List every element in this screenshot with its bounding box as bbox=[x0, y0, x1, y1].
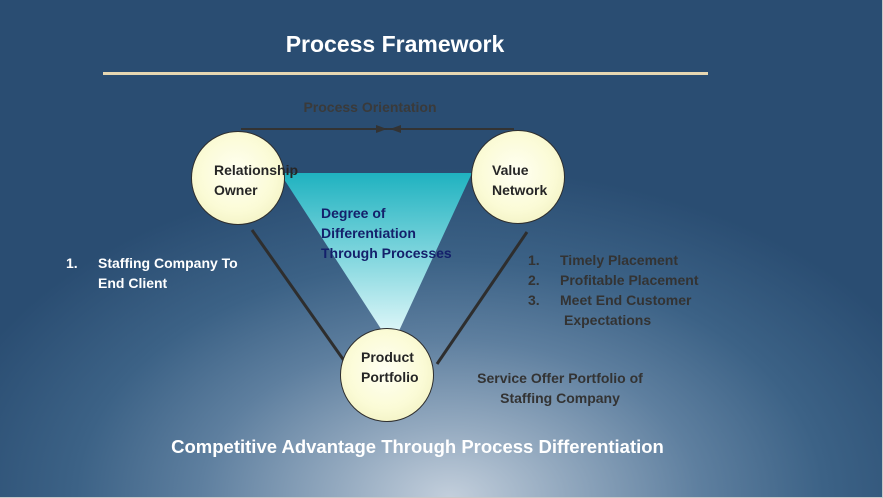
relationship-owner-node bbox=[191, 131, 285, 225]
product-portfolio-line2: Portfolio bbox=[361, 369, 419, 385]
relationship-owner-label: Relationship Owner bbox=[214, 160, 298, 200]
title-underline bbox=[103, 72, 708, 75]
differentiation-funnel bbox=[280, 173, 472, 346]
product-portfolio-line1: Product bbox=[361, 349, 414, 365]
list-number: 2. bbox=[528, 272, 540, 288]
service-offer-label: Service Offer Portfolio of Staffing Comp… bbox=[455, 368, 665, 408]
value-network-node bbox=[471, 130, 565, 224]
value-network-list: 1. Timely Placement 2. Profitable Placem… bbox=[528, 250, 724, 330]
list-text: Profitable Placement bbox=[560, 272, 699, 288]
differentiation-line1: Degree of bbox=[321, 205, 386, 221]
process-orientation-label: Process Orientation bbox=[303, 99, 437, 115]
list-number: 3. bbox=[528, 292, 540, 308]
relationship-list: 1. Staffing Company To End Client bbox=[66, 253, 258, 293]
list-number: 1. bbox=[66, 255, 78, 271]
list-item: 3. Meet End Customer bbox=[528, 290, 724, 310]
differentiation-label: Degree of Differentiation Through Proces… bbox=[321, 203, 491, 263]
list-text: End Client bbox=[98, 275, 168, 291]
value-network-line2: Network bbox=[492, 182, 548, 198]
list-text: Timely Placement bbox=[560, 252, 679, 268]
relationship-owner-line1: Relationship bbox=[214, 162, 299, 178]
service-offer-line2: Staffing Company bbox=[500, 390, 620, 406]
list-number: 1. bbox=[528, 252, 540, 268]
connector-left bbox=[250, 229, 347, 363]
differentiation-line2: Differentiation bbox=[321, 225, 416, 241]
list-item: 1. Staffing Company To End Client bbox=[66, 253, 258, 293]
differentiation-line3: Through Processes bbox=[321, 245, 452, 261]
list-item: Expectations bbox=[528, 310, 724, 330]
connector-right bbox=[435, 231, 529, 365]
list-text: Expectations bbox=[564, 312, 652, 328]
list-item: 2. Profitable Placement bbox=[528, 270, 724, 290]
product-portfolio-label: Product Portfolio bbox=[361, 347, 419, 387]
arrowhead-right-icon bbox=[376, 125, 387, 133]
slide-title: Process Framework bbox=[285, 31, 505, 57]
list-text: Meet End Customer bbox=[560, 292, 692, 308]
value-network-line1: Value bbox=[492, 162, 529, 178]
list-text: Staffing Company To bbox=[98, 255, 238, 271]
value-network-label: Value Network bbox=[492, 160, 547, 200]
service-offer-line1: Service Offer Portfolio of bbox=[477, 370, 643, 386]
arrowhead-left-icon bbox=[390, 125, 401, 133]
product-portfolio-node bbox=[340, 328, 434, 422]
footer-caption: Competitive Advantage Through Process Di… bbox=[171, 436, 664, 457]
relationship-owner-line2: Owner bbox=[214, 182, 258, 198]
list-item: 1. Timely Placement bbox=[528, 250, 724, 270]
